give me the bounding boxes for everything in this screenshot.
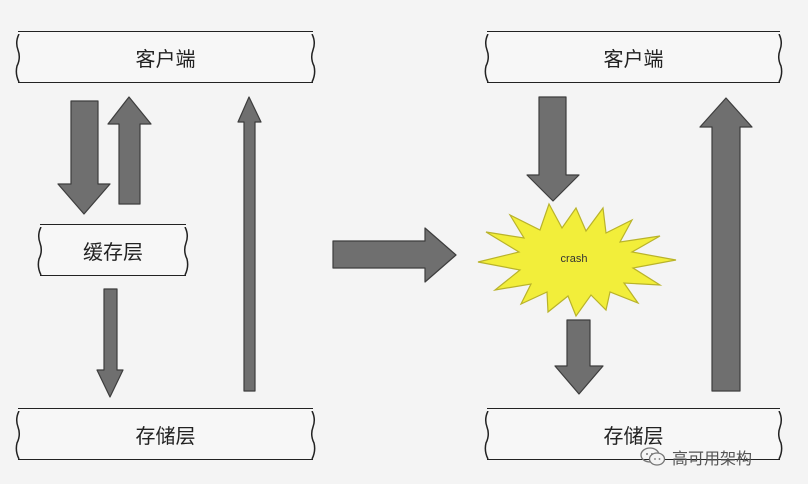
right-client-label: 客户端: [603, 46, 664, 71]
arrow-transition: [332, 227, 457, 283]
left-cache-box: 缓存层: [37, 224, 189, 276]
box-bracket-icon: [484, 411, 490, 459]
box-bracket-icon: [37, 227, 43, 275]
box-bracket-icon: [310, 411, 316, 459]
left-client-label: 客户端: [135, 46, 196, 71]
box-bracket-icon: [15, 411, 21, 459]
right-storage-box: 存储层: [484, 408, 783, 460]
crash-label: crash: [561, 253, 588, 265]
left-cache-label: 缓存层: [83, 239, 143, 264]
left-storage-box: 存储层: [15, 408, 316, 460]
arrow-crash-to-storage: [554, 319, 604, 395]
watermark: 高可用架构: [640, 445, 752, 469]
wechat-icon: [640, 447, 666, 467]
box-bracket-icon: [777, 411, 783, 459]
right-client-box: 客户端: [484, 31, 783, 83]
arrow-client-to-cache: [57, 100, 111, 215]
box-bracket-icon: [310, 34, 316, 82]
box-bracket-icon: [183, 227, 189, 275]
left-client-box: 客户端: [15, 31, 316, 83]
right-storage-label: 存储层: [603, 423, 664, 448]
watermark-text: 高可用架构: [672, 449, 753, 468]
arrow-cache-to-client: [107, 96, 152, 205]
box-bracket-icon: [484, 34, 490, 82]
box-bracket-icon: [777, 34, 783, 82]
arrow-storage-to-client: [237, 96, 262, 392]
arrow-cache-to-storage: [96, 288, 124, 398]
left-storage-label: 存储层: [135, 423, 196, 448]
arrow-storage-to-client-right: [699, 97, 753, 392]
box-bracket-icon: [15, 34, 21, 82]
arrow-client-to-crash: [526, 96, 580, 202]
crash-burst: crash: [477, 202, 677, 318]
